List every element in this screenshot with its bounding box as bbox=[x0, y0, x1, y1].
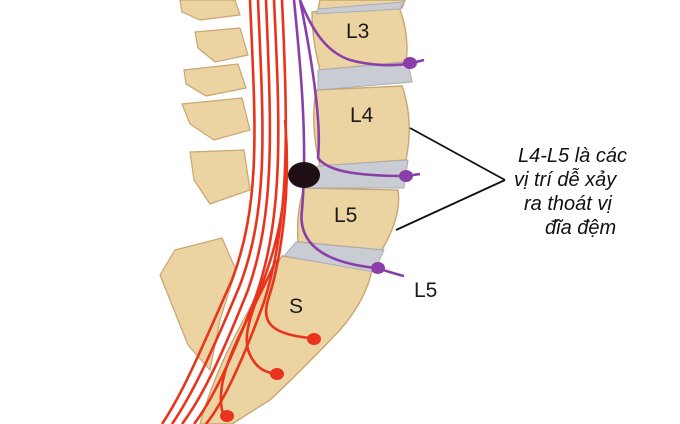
nerve-strand-2 bbox=[170, 0, 264, 424]
pointer-lines bbox=[395, 127, 506, 231]
annotation-line-2: vị trí dễ xảy bbox=[514, 168, 617, 191]
vertebrae bbox=[199, 0, 410, 424]
pointer-to-l5 bbox=[395, 179, 506, 231]
nerve-roots bbox=[292, 0, 425, 278]
annotation-line-1: L4-L5 là các bbox=[518, 145, 627, 167]
sacrum-body bbox=[199, 255, 373, 424]
nerve-branch-s2 bbox=[245, 209, 284, 376]
annotation: L4-L5 là các vị trí dễ xảy ra thoát vị đ… bbox=[514, 145, 627, 239]
label-l3: L3 bbox=[346, 20, 369, 43]
spinous-process-2 bbox=[194, 27, 249, 63]
root-main-1 bbox=[292, 0, 377, 270]
spinous-process-3 bbox=[183, 63, 247, 97]
nerve-strand-5 bbox=[204, 0, 288, 424]
ganglion-s2 bbox=[270, 368, 284, 380]
ganglion-l3 bbox=[403, 57, 417, 69]
spinal-nerves bbox=[160, 0, 311, 424]
root-l3 bbox=[298, 0, 409, 67]
nerve-strand-4 bbox=[192, 0, 280, 424]
disc-l2-l3 bbox=[315, 1, 405, 15]
root-main-2 bbox=[298, 0, 407, 178]
spinous-processes bbox=[159, 0, 251, 372]
annotation-line-4: đĩa đệm bbox=[545, 217, 616, 239]
pointer-to-l4 bbox=[409, 127, 506, 181]
spinous-process-5 bbox=[189, 149, 251, 205]
label-s: S bbox=[289, 295, 303, 318]
herniation-marker bbox=[288, 162, 320, 188]
spinous-process-4 bbox=[181, 97, 251, 141]
nerve-strand-3 bbox=[180, 0, 272, 424]
spinous-process-1 bbox=[179, 0, 241, 21]
sacrum-posterior bbox=[159, 237, 237, 372]
ganglion-l5 bbox=[371, 262, 385, 274]
nerve-strand-1 bbox=[160, 0, 256, 424]
nerve-ganglia-red bbox=[220, 333, 321, 422]
label-nerve-l5: L5 bbox=[414, 279, 437, 302]
label-l4: L4 bbox=[350, 104, 374, 127]
label-l5: L5 bbox=[334, 204, 357, 227]
annotation-line-3: ra thoát vị bbox=[524, 193, 612, 215]
nerve-ganglia-purple bbox=[371, 57, 417, 274]
ganglion-s1 bbox=[307, 333, 321, 345]
ganglion-s3 bbox=[220, 410, 234, 422]
ganglion-l4 bbox=[399, 170, 413, 182]
nerve-branch-s1 bbox=[264, 119, 311, 340]
